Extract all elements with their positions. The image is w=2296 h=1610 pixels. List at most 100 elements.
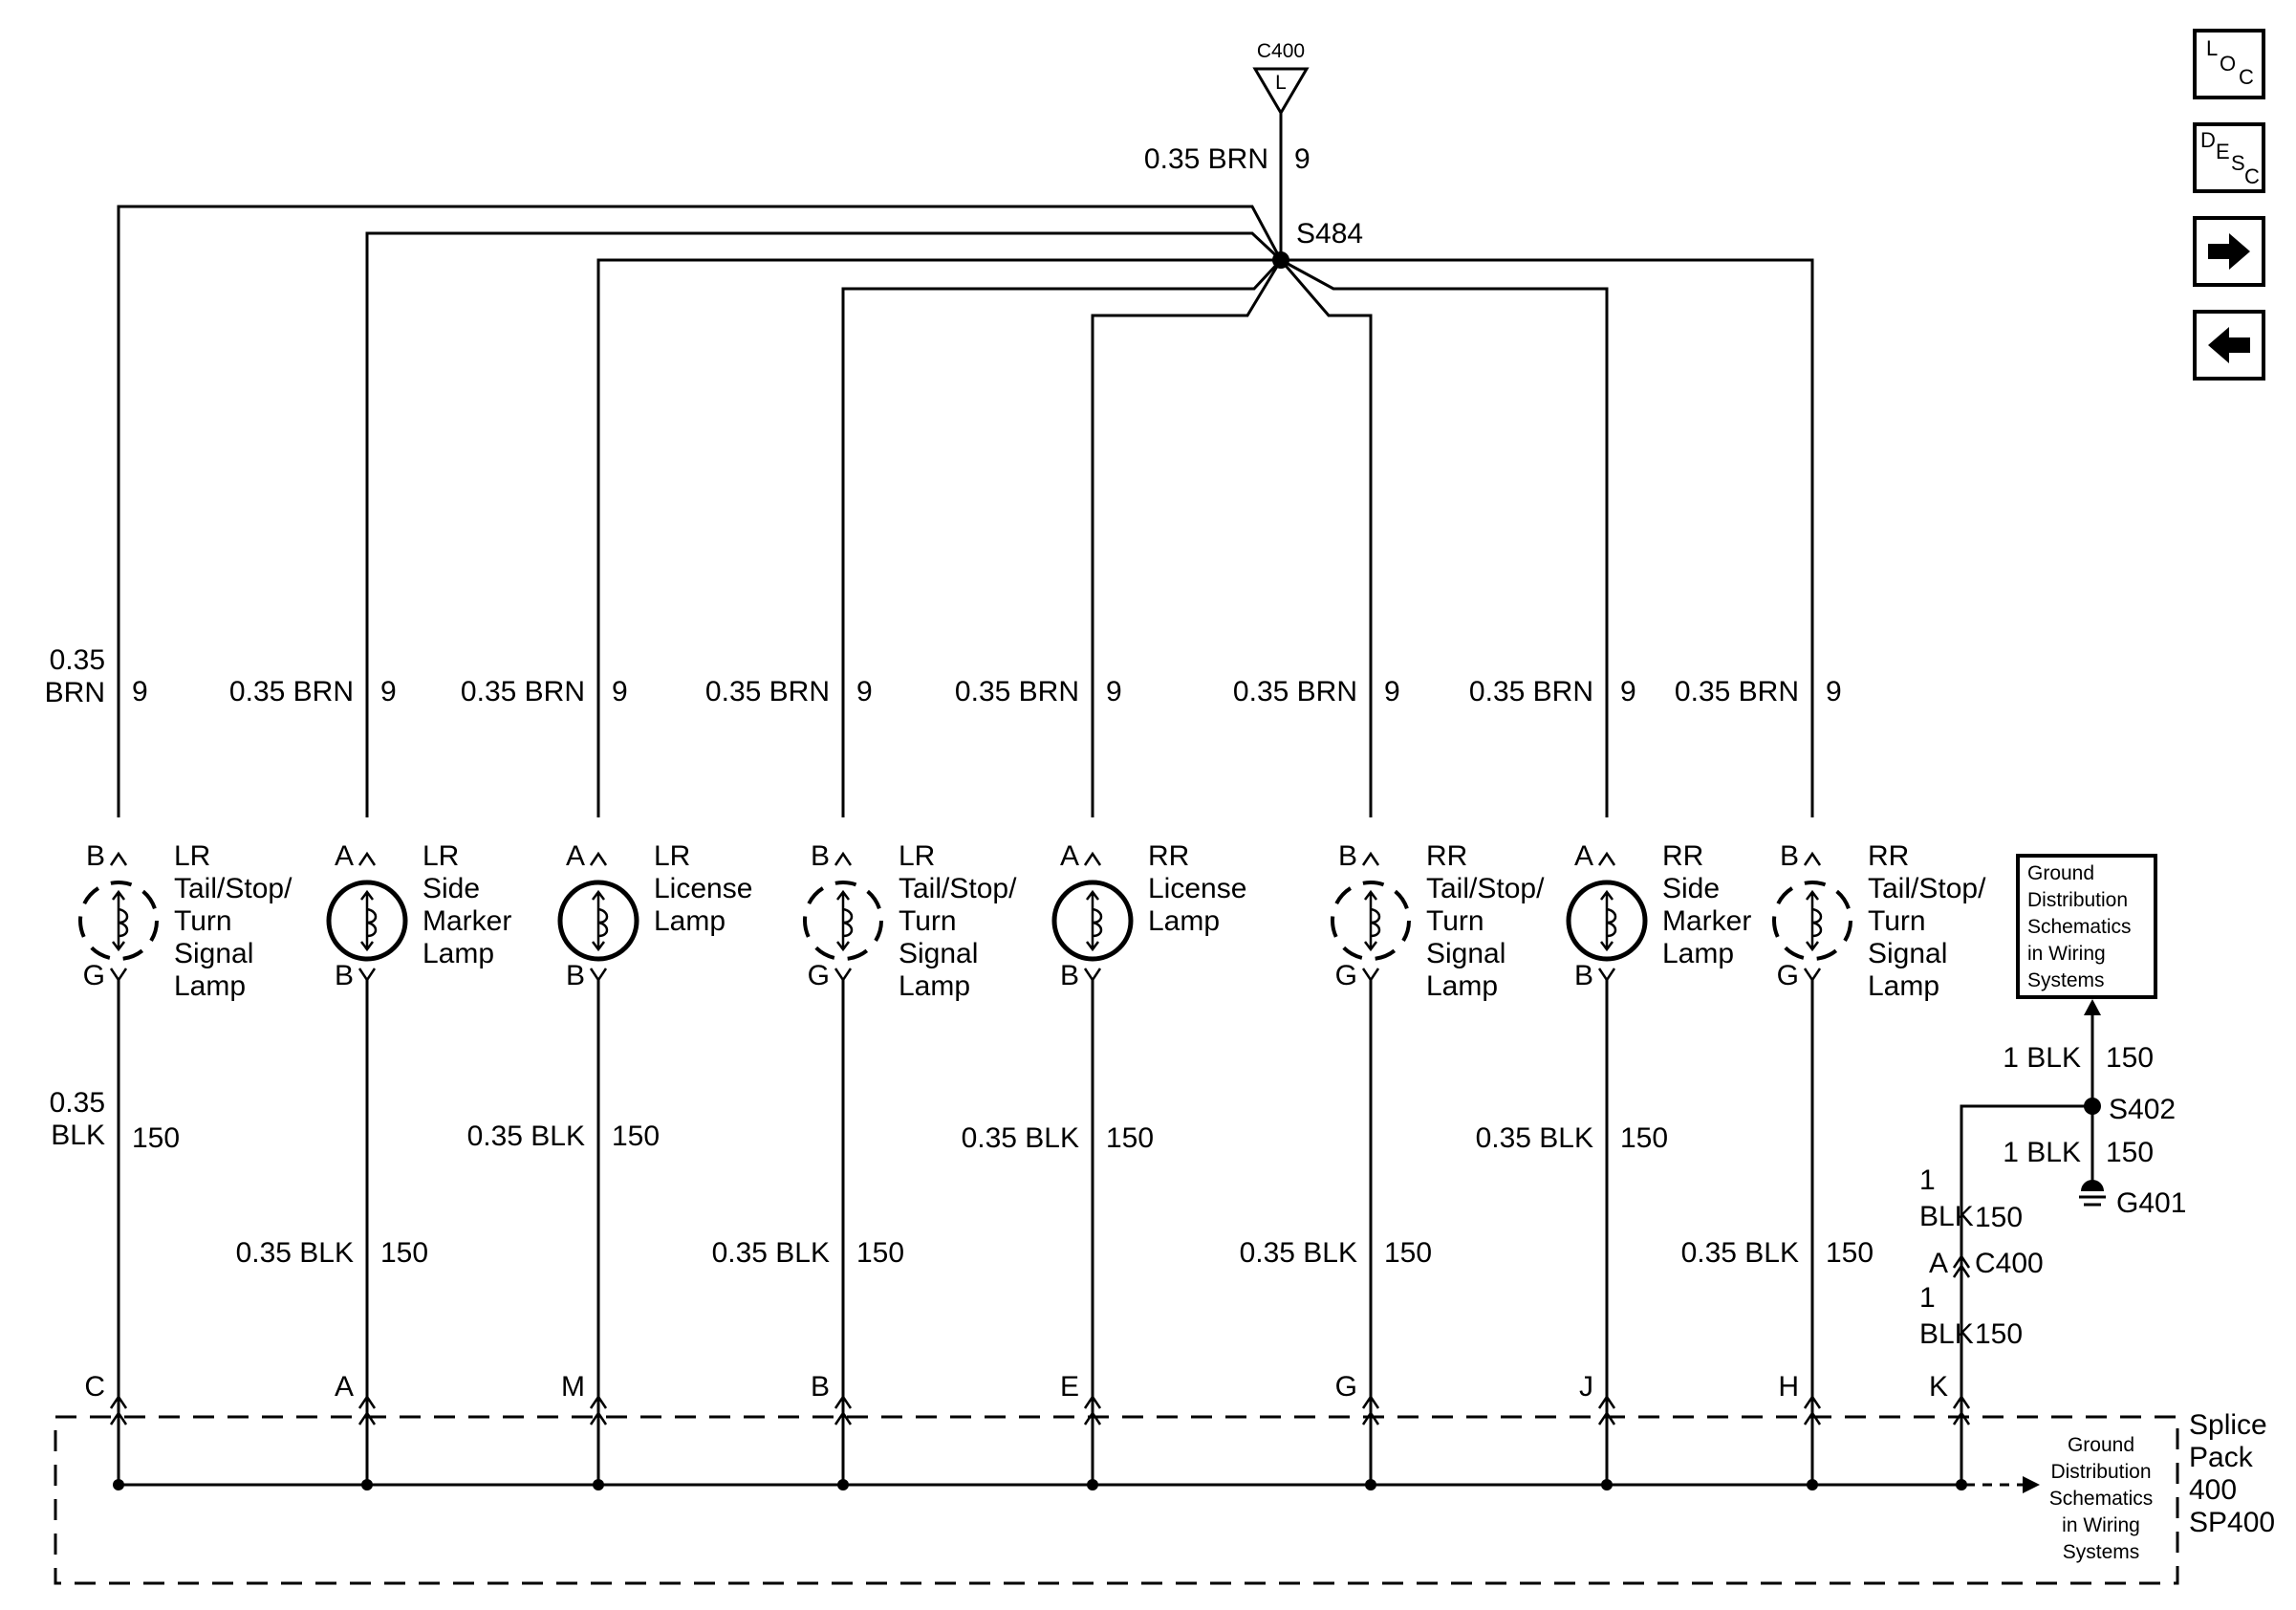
wire-top-circuit: 9: [612, 676, 628, 707]
splice-pack-ref-arrow: [2023, 1476, 2040, 1493]
sp-pin-k: K: [1929, 1371, 1948, 1403]
c400-pin-label: L: [1275, 72, 1287, 94]
ground-box-arrow: [2084, 999, 2101, 1015]
wire-top-circuit: 9: [1106, 676, 1122, 707]
wire-bottom-color: 0.35 BLK: [712, 1237, 830, 1269]
wire-bottom-circuit: 150: [1826, 1237, 1874, 1269]
c400-ground-connector: [1952, 1253, 1971, 1278]
lamp-pin-bottom: B: [335, 960, 354, 991]
loc-button[interactable]: L O C: [2193, 29, 2265, 99]
lamp-pin-bottom: G: [1777, 960, 1799, 991]
wire-bottom-circuit: 150: [380, 1237, 428, 1269]
lamp-pin-bottom: G: [808, 960, 830, 991]
branch-wire-4: [841, 258, 1283, 817]
lamp-top-terminal: [834, 851, 853, 866]
lamp-top-terminal: [1361, 851, 1380, 866]
wire-bottom-circuit: 150: [132, 1122, 180, 1154]
splice-pack-pin: M: [561, 1371, 585, 1403]
c400-connector-symbol: [1252, 67, 1310, 116]
splice-pack-terminal: [834, 1394, 853, 1425]
feed-wire-circuit: 9: [1294, 143, 1310, 175]
splice-pack-terminal: [589, 1394, 608, 1425]
filament-icon: [360, 889, 378, 952]
bulb-housing-dashed-icon: [1331, 881, 1411, 961]
bulb-icon: [1051, 880, 1134, 962]
splice-pack-pin: E: [1060, 1371, 1079, 1403]
bulb-housing-dashed-icon: [803, 881, 883, 961]
wire-top-color: 0.35 BRN: [1233, 676, 1357, 707]
lamp-top-terminal: [109, 851, 128, 866]
splice-pack-pin: J: [1579, 1371, 1593, 1403]
wire-bottom-circuit: 150: [1620, 1122, 1668, 1154]
branch-wire-2: [365, 231, 1283, 817]
bulb-icon: [1566, 880, 1648, 962]
lamp-pin-top: B: [86, 840, 105, 872]
bulb-icon: [557, 880, 639, 962]
splice-pack-terminal: [1803, 1394, 1822, 1425]
s402-branch-wire: [1960, 1104, 2092, 1397]
lamp-top-terminal: [589, 851, 608, 866]
filament-icon: [836, 889, 854, 952]
wire-bottom-color: 0.35 BLK: [1476, 1122, 1593, 1154]
forward-arrow-icon: [2208, 233, 2250, 270]
ground-up-wire-color: 1 BLK: [2003, 1042, 2081, 1074]
wire-top-circuit: 9: [380, 676, 397, 707]
back-arrow-button[interactable]: [2193, 310, 2265, 381]
desc-c: C: [2244, 164, 2260, 188]
ground-distribution-box[interactable]: [2016, 854, 2157, 999]
lamp-top-terminal: [1597, 851, 1616, 866]
bulb-housing-dashed-icon: [1772, 881, 1852, 961]
branch-wire-5: [1091, 259, 1283, 817]
lamp-pin-top: A: [335, 840, 354, 872]
ground-up-wire-circuit: 150: [2106, 1042, 2154, 1074]
desc-button[interactable]: D E S C: [2193, 122, 2265, 193]
branch-wire-7: [1280, 258, 1609, 817]
feed-wire-color: 0.35 BRN: [1144, 143, 1268, 175]
wire-bottom-color: 0.35 BLK: [1681, 1237, 1799, 1269]
splice-pack-box: [54, 1415, 2179, 1585]
c400-ground-label: C400: [1975, 1248, 2044, 1279]
wire-bottom-circuit: 150: [1106, 1122, 1154, 1154]
lamp-top-terminal: [357, 851, 377, 866]
branch-wire-6: [1279, 259, 1373, 817]
ground-wire-b-circuit: 150: [1975, 1318, 2023, 1350]
wire-top-circuit: 9: [1384, 676, 1400, 707]
wire-bottom-circuit: 150: [1384, 1237, 1432, 1269]
wire-top-circuit: 9: [1826, 676, 1842, 707]
lamp-pin-bottom: G: [1335, 960, 1357, 991]
loc-l: L: [2206, 36, 2218, 60]
splice-pack-pin: H: [1778, 1371, 1799, 1403]
splice-pack-terminal: [1597, 1394, 1616, 1425]
lamp-pin-top: A: [566, 840, 585, 872]
back-arrow-icon: [2208, 327, 2250, 363]
splice-pack-terminal: [1361, 1394, 1380, 1425]
bulb-icon: [326, 880, 408, 962]
wire-top-circuit: 9: [1620, 676, 1636, 707]
wire-top-color: 0.35 BRN: [461, 676, 585, 707]
wire-top-color: 0.35 BRN: [955, 676, 1079, 707]
lamp-pin-top: B: [1338, 840, 1357, 872]
s484-branches: [117, 205, 1814, 817]
lamp-pin-bottom: B: [1060, 960, 1079, 991]
wire-top-color: 0.35 BRN: [1469, 676, 1593, 707]
branch-wire-8: [1281, 258, 1814, 817]
forward-arrow-button[interactable]: [2193, 216, 2265, 287]
loc-c: C: [2239, 65, 2254, 89]
